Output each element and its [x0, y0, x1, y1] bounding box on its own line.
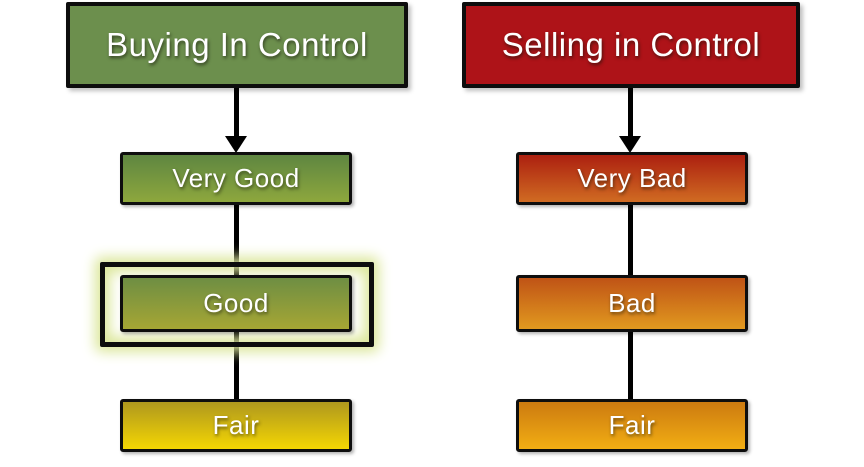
header-buying-in-control: Buying In Control [66, 2, 408, 88]
arrow-shaft [234, 88, 239, 138]
highlight-frame-good [100, 262, 374, 347]
level-very-good: Very Good [120, 152, 352, 205]
level-fair-selling: Fair [516, 399, 748, 452]
header-selling-in-control: Selling in Control [462, 2, 800, 88]
level-very-bad: Very Bad [516, 152, 748, 205]
arrow-shaft [628, 88, 633, 138]
level-fair-buying: Fair [120, 399, 352, 452]
arrow-head [619, 136, 641, 153]
arrow-head [225, 136, 247, 153]
level-good: Good [120, 275, 352, 332]
level-bad: Bad [516, 275, 748, 332]
